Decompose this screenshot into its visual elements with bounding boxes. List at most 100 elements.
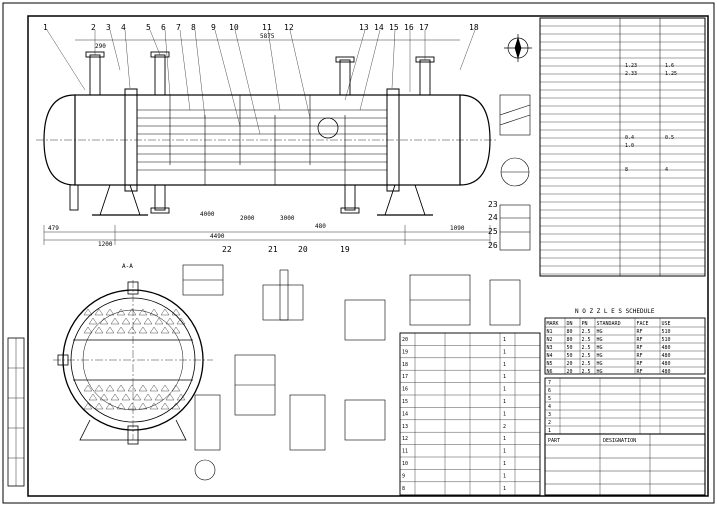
bom-item-qty: 1 [503, 436, 506, 442]
bom-item-qty: 1 [503, 399, 506, 405]
bom-item-number: 19 [402, 349, 408, 355]
section-view [53, 280, 213, 445]
part-number: 1 [43, 23, 48, 32]
nozzle-cell: HG [597, 369, 603, 375]
tube-mark [94, 402, 104, 410]
spec-value: 0.5 [665, 135, 674, 141]
bom-item-qty: 1 [503, 449, 506, 455]
nozzle-cell: 480 [662, 345, 671, 351]
nozzle-cell: HG [597, 345, 603, 351]
tube-mark [83, 402, 93, 410]
dimension-text: 2000 [240, 215, 255, 222]
dimension-text: 290 [95, 43, 106, 50]
tube-mark [99, 393, 109, 401]
part-number: 8 [191, 23, 196, 32]
nozzle-cell: 80 [567, 337, 573, 343]
tube-mark [83, 308, 93, 316]
detail-drawings [182, 264, 521, 481]
tube-mark [127, 402, 137, 410]
nozzle-cell: N3 [547, 345, 553, 351]
bom-item-qty: 1 [503, 349, 506, 355]
nozzle-cell: 20 [567, 369, 573, 375]
tube-mark [110, 393, 120, 401]
bom-item-qty: 1 [503, 337, 506, 343]
dimension-text: 1200 [98, 241, 113, 248]
tube-mark [149, 308, 159, 316]
part-number: 2 [91, 23, 96, 32]
tube-mark [94, 384, 104, 392]
part-number: 7 [176, 23, 181, 32]
bom-item-number: 10 [402, 461, 408, 467]
tube-mark [143, 393, 153, 401]
spec-value: 1.0 [625, 143, 634, 149]
tube-mark [138, 402, 148, 410]
bom-item-qty: 1 [503, 461, 506, 467]
bom-item-number: 15 [402, 399, 408, 405]
tube-mark [88, 393, 98, 401]
tube-mark [88, 317, 98, 325]
nozzle-cell: N1 [547, 329, 553, 335]
spec-value: 1.25 [665, 71, 677, 77]
nozzle-cell: HG [597, 337, 603, 343]
tube-mark [160, 384, 170, 392]
tube-mark [116, 326, 126, 334]
weld-details [499, 94, 531, 251]
tube-mark [127, 384, 137, 392]
part-number: 10 [229, 23, 239, 32]
tube-mark [171, 308, 181, 316]
spec-value: 1.23 [625, 63, 637, 69]
rbom-item-number: 5 [548, 396, 551, 402]
detail-number: 24 [488, 213, 498, 222]
part-number: 12 [284, 23, 294, 32]
part-number: 11 [262, 23, 272, 32]
nozzle-cell: RF [637, 329, 643, 335]
nozzle-cell: N6 [547, 369, 553, 375]
tube-pattern [83, 308, 186, 410]
tube-mark [121, 393, 131, 401]
part-number: 6 [161, 23, 166, 32]
part-number: 5 [146, 23, 151, 32]
part-number: 16 [404, 23, 414, 32]
dimension-text: 3000 [280, 215, 295, 222]
bom-item-number: 12 [402, 436, 408, 442]
nozzle-cell: RF [637, 369, 643, 375]
nozzle-cell: 2.5 [582, 337, 591, 343]
dimension-text: 5875 [260, 33, 275, 40]
tube-mark [105, 308, 115, 316]
inner-border [27, 15, 709, 497]
tube-mark [149, 402, 159, 410]
bom-item-qty: 1 [503, 387, 506, 393]
bom-item-qty: 2 [503, 424, 506, 430]
tube-mark [132, 317, 142, 325]
detail-number: 26 [488, 241, 498, 250]
tube-mark [160, 326, 170, 334]
orientation-symbol [504, 34, 532, 62]
part-number: 21 [268, 245, 278, 254]
dimension-text: 480 [315, 223, 326, 230]
bom-item-number: 18 [402, 362, 408, 368]
tube-mark [83, 326, 93, 334]
nozzle-cell: 2.5 [582, 361, 591, 367]
spec-value: 8 [625, 167, 628, 173]
dimension-text: 4490 [210, 233, 225, 240]
nozzle-col-header: PN [582, 321, 588, 327]
nozzle-cell: 510 [662, 329, 671, 335]
tube-mark [171, 384, 181, 392]
bom-item-number: 16 [402, 387, 408, 393]
dimension-text: 479 [48, 225, 59, 232]
part-number: 15 [389, 23, 399, 32]
nozzle-cell: 2.5 [582, 369, 591, 375]
nozzle-cell: RF [637, 337, 643, 343]
bom-item-number: 20 [402, 337, 408, 343]
tube-mark [116, 308, 126, 316]
tube-mark [165, 317, 175, 325]
tube-mark [110, 317, 120, 325]
nozzle-cell: 480 [662, 361, 671, 367]
spec-table [539, 17, 706, 277]
tube-mark [176, 393, 186, 401]
nozzle-cell: N5 [547, 361, 553, 367]
rbom-item-number: 7 [548, 380, 551, 386]
spec-value: 1.6 [665, 63, 674, 69]
